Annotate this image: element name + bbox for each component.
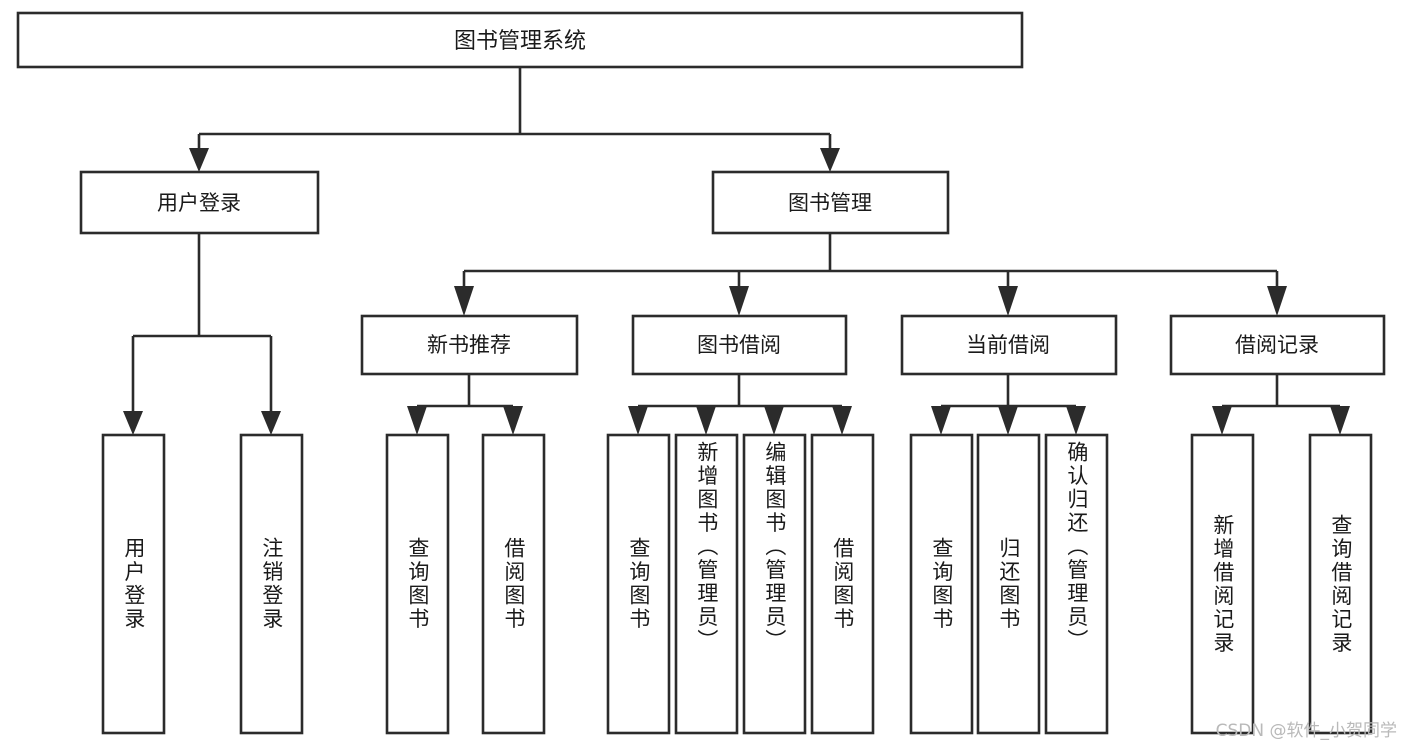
node-label-book-manage: 图书管理 (788, 191, 872, 215)
node-box-leaf-user-logout[interactable] (239, 433, 304, 735)
arrow-icon-to-leaf-add-record (1212, 406, 1232, 435)
arrow-icon-to-current-borrow (998, 286, 1018, 316)
node-box-leaf-query-record[interactable] (1308, 433, 1373, 735)
arrow-icon-to-new-book-rec (454, 286, 474, 316)
node-box-new-book-rec[interactable] (360, 314, 579, 376)
arrow-icon-to-leaf-query-book-2 (628, 406, 648, 435)
node-box-leaf-borrow-book-1[interactable] (481, 433, 546, 735)
csdn-watermark: CSDN @软件_小贺同学 (1215, 721, 1397, 741)
node-label-title: 图书管理系统 (454, 29, 586, 54)
arrow-icon-to-leaf-query-book-3 (931, 406, 951, 435)
arrow-icon-to-leaf-borrow-book-2 (832, 406, 852, 435)
node-box-title[interactable] (16, 11, 1024, 69)
node-box-leaf-query-book-1[interactable] (385, 433, 450, 735)
arrow-icon-to-leaf-confirm-return (1066, 406, 1086, 435)
node-label-book-borrow: 图书借阅 (697, 333, 781, 357)
arrow-icon-to-leaf-edit-book (764, 406, 784, 435)
node-box-user-login[interactable] (79, 170, 320, 235)
arrow-icon-to-leaf-query-record (1330, 406, 1350, 435)
arrow-icon-to-leaf-query-book-1 (407, 406, 427, 435)
node-box-leaf-query-book-3[interactable] (909, 433, 974, 735)
node-box-leaf-user-login[interactable] (101, 433, 166, 735)
node-label-new-book-rec: 新书推荐 (427, 333, 511, 357)
node-box-leaf-add-record[interactable] (1190, 433, 1255, 735)
node-box-leaf-query-book-2[interactable] (606, 433, 671, 735)
node-box-leaf-borrow-book-2[interactable] (810, 433, 875, 735)
arrowhead-layer (123, 148, 1350, 435)
arrow-icon-to-leaf-borrow-book-1 (503, 406, 523, 435)
arrow-icon-to-leaf-user-logout (261, 411, 281, 435)
node-box-leaf-return-book[interactable] (976, 433, 1041, 735)
arrow-icon-to-book-manage (820, 148, 840, 172)
node-label-user-login: 用户登录 (157, 191, 241, 215)
arrow-icon-to-borrow-record (1267, 286, 1287, 316)
node-box-leaf-confirm-return[interactable] (1044, 433, 1109, 735)
node-box-borrow-record[interactable] (1169, 314, 1386, 376)
node-box-leaf-edit-book[interactable] (742, 433, 807, 735)
arrow-icon-to-leaf-add-book (696, 406, 716, 435)
node-box-book-manage[interactable] (711, 170, 950, 235)
node-box-book-borrow[interactable] (631, 314, 848, 376)
node-box-leaf-add-book[interactable] (674, 433, 739, 735)
arrow-icon-to-leaf-return-book (998, 406, 1018, 435)
arrow-icon-to-user-login (189, 148, 209, 172)
node-label-current-borrow: 当前借阅 (966, 333, 1050, 357)
node-layer: 图书管理系统 用户登录 图书管理 新书推荐 图书借阅 当前借阅 借阅记录 (16, 11, 1386, 735)
node-label-borrow-record: 借阅记录 (1235, 333, 1319, 357)
node-box-current-borrow[interactable] (900, 314, 1118, 376)
arrow-icon-to-leaf-user-login (123, 411, 143, 435)
arrow-icon-to-book-borrow (729, 286, 749, 316)
